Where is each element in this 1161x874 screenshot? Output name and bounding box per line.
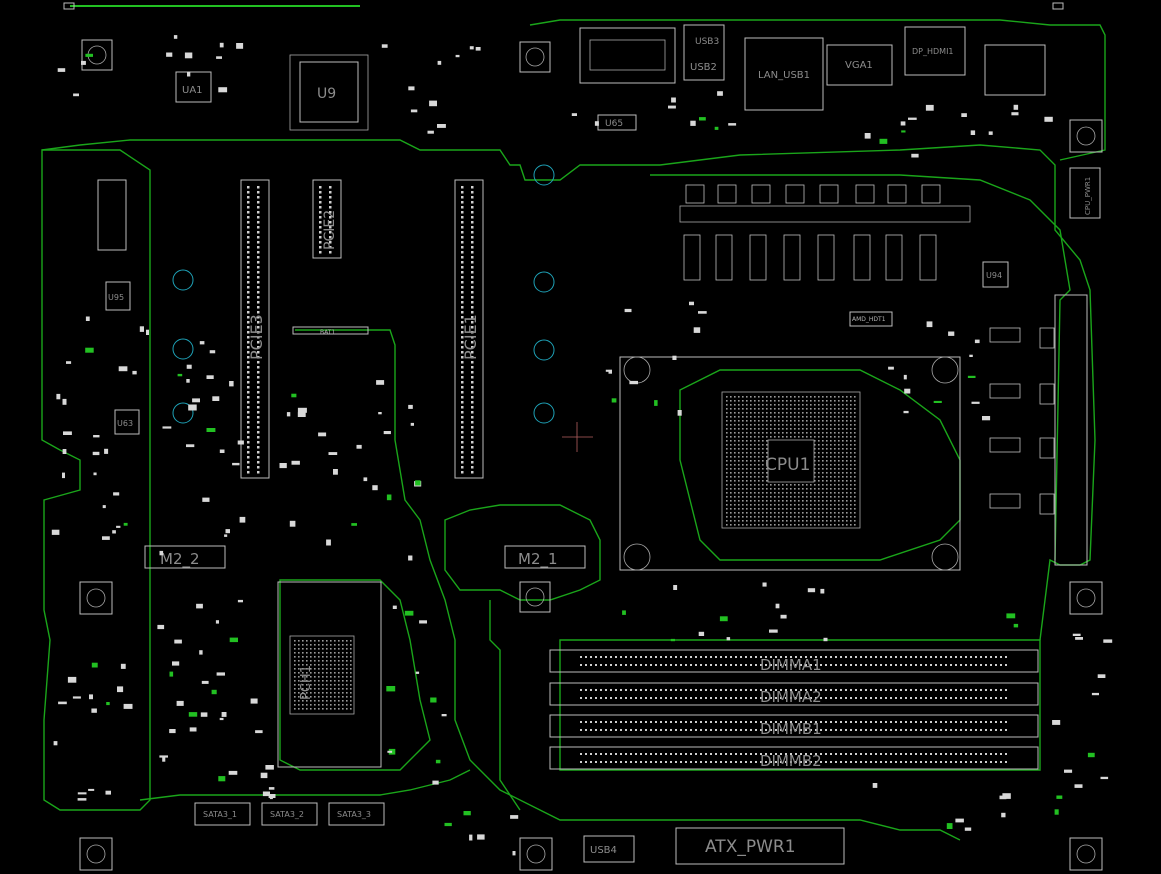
usb4-header bbox=[583, 835, 635, 863]
top-right-marker bbox=[1052, 2, 1064, 10]
dvi-connector bbox=[579, 27, 676, 84]
dvi-inner bbox=[589, 39, 666, 71]
center-vertical-trace bbox=[489, 600, 521, 811]
top-corner-marker bbox=[63, 2, 75, 10]
main-region-trace bbox=[41, 139, 1096, 641]
crosshair-cursor bbox=[562, 422, 593, 452]
pcie2-slot bbox=[312, 179, 342, 259]
label-dimm-a1: DIMMA1 bbox=[760, 656, 822, 674]
u94-chip bbox=[982, 261, 1009, 288]
usb3-connector bbox=[683, 24, 725, 81]
dimm-pins bbox=[580, 656, 1007, 763]
vrm-trace bbox=[650, 174, 1071, 561]
label-u9: U9 bbox=[317, 86, 336, 102]
label-sata-2: SATA3_2 bbox=[270, 810, 304, 819]
label-u63: U63 bbox=[117, 419, 133, 428]
label-pcie1: PCIE1 bbox=[461, 314, 480, 360]
socket-hole-br bbox=[931, 543, 959, 571]
label-sata-3: SATA3_3 bbox=[337, 810, 371, 819]
label-dimm-a2: DIMMA2 bbox=[760, 688, 822, 706]
right-mosfet-column bbox=[1054, 294, 1088, 566]
sata-3-connector bbox=[328, 802, 385, 826]
pch-pin-grid bbox=[294, 640, 352, 710]
u9-footprint bbox=[289, 54, 369, 131]
label-dp-hdmi1: DP_HDMI1 bbox=[912, 47, 954, 56]
amd-hdt1-header bbox=[849, 311, 893, 327]
label-pcie2: PCIE2 bbox=[322, 210, 338, 250]
m2-2-slot bbox=[144, 545, 226, 569]
upper-right-trace bbox=[529, 19, 1106, 161]
cpu-pin-grid bbox=[726, 396, 856, 526]
u95-chip bbox=[105, 281, 131, 311]
label-u95: U95 bbox=[108, 293, 124, 302]
atx-pwr1-connector bbox=[675, 827, 845, 865]
bat1-holder bbox=[292, 326, 369, 335]
vrm-chokes-top bbox=[683, 184, 941, 281]
label-bat1: BAT1 bbox=[320, 329, 335, 336]
sata-1-connector bbox=[194, 802, 251, 826]
vrm-bar bbox=[679, 205, 971, 223]
m2-1-trace bbox=[444, 504, 601, 601]
cpu-pwr1-connector bbox=[1069, 167, 1101, 219]
cpu-socket-trace bbox=[679, 369, 961, 561]
label-amd-hdt1: AMD_HDT1 bbox=[852, 316, 886, 323]
left-region-trace bbox=[41, 149, 151, 811]
label-dimm-b1: DIMMB1 bbox=[760, 720, 822, 738]
label-usb4: USB4 bbox=[590, 845, 617, 856]
u9-chip bbox=[299, 61, 359, 123]
mounting-holes bbox=[79, 39, 1103, 871]
label-cpu-pwr1: CPU_PWR1 bbox=[1084, 177, 1092, 215]
ua1-chip bbox=[175, 71, 212, 103]
cpu-center bbox=[767, 439, 815, 483]
sata-2-connector bbox=[261, 802, 318, 826]
audio-connector bbox=[984, 44, 1046, 96]
label-lan-usb1: LAN_USB1 bbox=[758, 70, 810, 81]
pcie3-slot bbox=[240, 179, 270, 479]
smd-components bbox=[51, 35, 1113, 856]
pch-outline bbox=[277, 581, 382, 768]
label-dimm-b2: DIMMB2 bbox=[760, 752, 822, 770]
m2-1-slot bbox=[504, 545, 586, 569]
vga1-connector bbox=[826, 44, 893, 86]
vrm-chokes-right bbox=[989, 327, 1055, 515]
lan-usb1-connector bbox=[744, 37, 824, 111]
label-m2-2: M2_2 bbox=[160, 550, 200, 569]
bottom-left-trace bbox=[139, 769, 471, 801]
label-sata-1: SATA3_1 bbox=[203, 810, 237, 819]
standoff-holes bbox=[172, 164, 555, 424]
pcie1-slot bbox=[454, 179, 484, 479]
pch-chip bbox=[289, 635, 355, 715]
pch-trace bbox=[279, 579, 431, 771]
socket-hole-tr bbox=[931, 356, 959, 384]
dp-hdmi1-connector bbox=[904, 26, 966, 76]
label-vga1: VGA1 bbox=[845, 60, 873, 71]
label-pcie3: PCIE3 bbox=[247, 314, 266, 360]
dimm-area-trace bbox=[559, 639, 1041, 771]
label-usb3: USB3 bbox=[695, 37, 719, 47]
cpu-die-area bbox=[721, 391, 861, 529]
label-atx-pwr1: ATX_PWR1 bbox=[705, 837, 796, 857]
left-header bbox=[97, 179, 127, 251]
pcie-pins bbox=[247, 186, 474, 474]
label-u65: U65 bbox=[605, 119, 623, 129]
label-u94: U94 bbox=[986, 271, 1002, 280]
socket-hole-bl bbox=[623, 543, 651, 571]
label-m2-1: M2_1 bbox=[518, 550, 558, 569]
label-pch1: PCH1 bbox=[299, 665, 314, 700]
dimm-slots bbox=[549, 649, 1039, 770]
cpu-socket-outline bbox=[619, 356, 961, 571]
label-ua1: UA1 bbox=[182, 85, 203, 96]
pcie-trace bbox=[295, 329, 961, 841]
label-cpu1: CPU1 bbox=[765, 455, 810, 475]
label-usb2: USB2 bbox=[690, 62, 717, 73]
u63-chip bbox=[114, 409, 140, 435]
